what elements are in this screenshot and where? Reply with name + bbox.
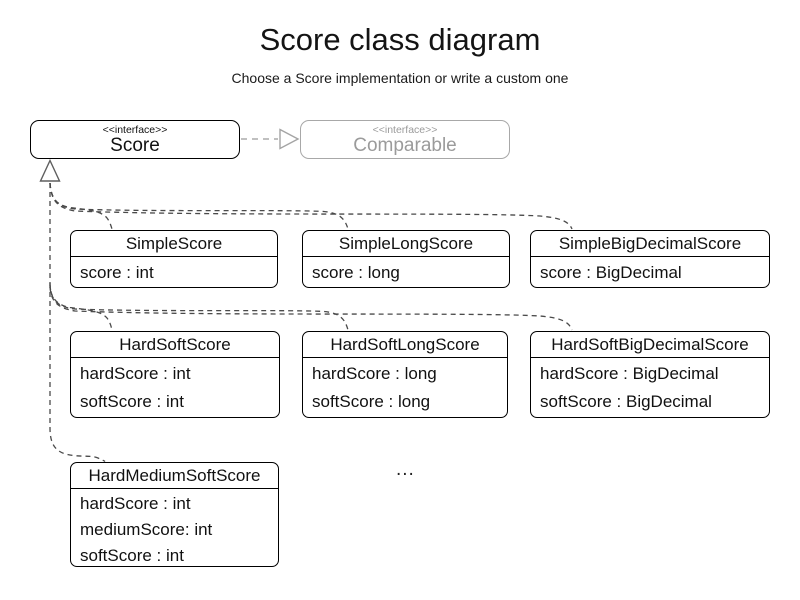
- attribute: softScore : int: [80, 546, 184, 565]
- connector-simplelongscore: [49, 182, 349, 230]
- class-box-simplebigdecimalscore: SimpleBigDecimalScore score : BigDecimal: [530, 230, 770, 288]
- class-box-hardsoftbigdecimalscore: HardSoftBigDecimalScore hardScore : BigD…: [530, 331, 770, 418]
- connector-hardsoftscore: [49, 183, 113, 331]
- class-box-simplescore: SimpleScore score : int: [70, 230, 278, 288]
- comparable-interface-name: Comparable: [353, 135, 457, 156]
- class-box-simplelongscore: SimpleLongScore score : long: [302, 230, 510, 288]
- interface-box-score: <<interface>> Score: [30, 120, 240, 159]
- attribute: softScore : int: [80, 392, 184, 411]
- page-subtitle: Choose a Score implementation or write a…: [231, 70, 569, 86]
- class-name: HardSoftScore: [71, 332, 279, 358]
- class-box-hardsoftscore: HardSoftScore hardScore : int softScore …: [70, 331, 280, 418]
- realization-arrowhead-icon: [279, 128, 300, 150]
- class-name: HardSoftBigDecimalScore: [531, 332, 769, 358]
- connector-hardsoftlongscore: [49, 284, 349, 331]
- attribute: score : int: [80, 263, 154, 282]
- attribute: hardScore : int: [80, 494, 191, 513]
- attribute: mediumScore: int: [80, 520, 213, 539]
- more-implementations-ellipsis: ...: [396, 459, 415, 480]
- comparable-stereotype-label: <<interface>>: [372, 124, 438, 136]
- attribute: score : long: [312, 263, 400, 282]
- class-box-hardmediumsoftscore: HardMediumSoftScore hardScore : int medi…: [70, 462, 279, 567]
- attribute: softScore : BigDecimal: [540, 392, 712, 411]
- page-title: Score class diagram: [259, 22, 541, 57]
- interface-box-comparable: <<interface>> Comparable: [300, 120, 510, 159]
- attribute: score : BigDecimal: [540, 263, 682, 282]
- class-name: SimpleScore: [71, 231, 277, 257]
- inheritance-connectors: [49, 182, 573, 462]
- attribute: hardScore : long: [312, 364, 437, 383]
- class-name: HardMediumSoftScore: [71, 463, 278, 489]
- connector-simplescore: [49, 182, 113, 230]
- class-name: SimpleBigDecimalScore: [531, 231, 769, 257]
- class-name: HardSoftLongScore: [303, 332, 507, 358]
- class-box-hardsoftlongscore: HardSoftLongScore hardScore : long softS…: [302, 331, 508, 418]
- connector-hardmediumsoftscore: [49, 283, 106, 462]
- connector-simplebigdecimalscore: [49, 182, 573, 230]
- attribute: hardScore : int: [80, 364, 191, 383]
- generalization-arrowhead-icon: [39, 158, 61, 182]
- attribute: softScore : long: [312, 392, 431, 411]
- connector-hardsoftbigdecimalscore: [49, 286, 573, 331]
- attribute: hardScore : BigDecimal: [540, 364, 719, 383]
- score-stereotype-label: <<interface>>: [102, 124, 168, 136]
- score-interface-name: Score: [110, 135, 160, 156]
- class-name: SimpleLongScore: [303, 231, 509, 257]
